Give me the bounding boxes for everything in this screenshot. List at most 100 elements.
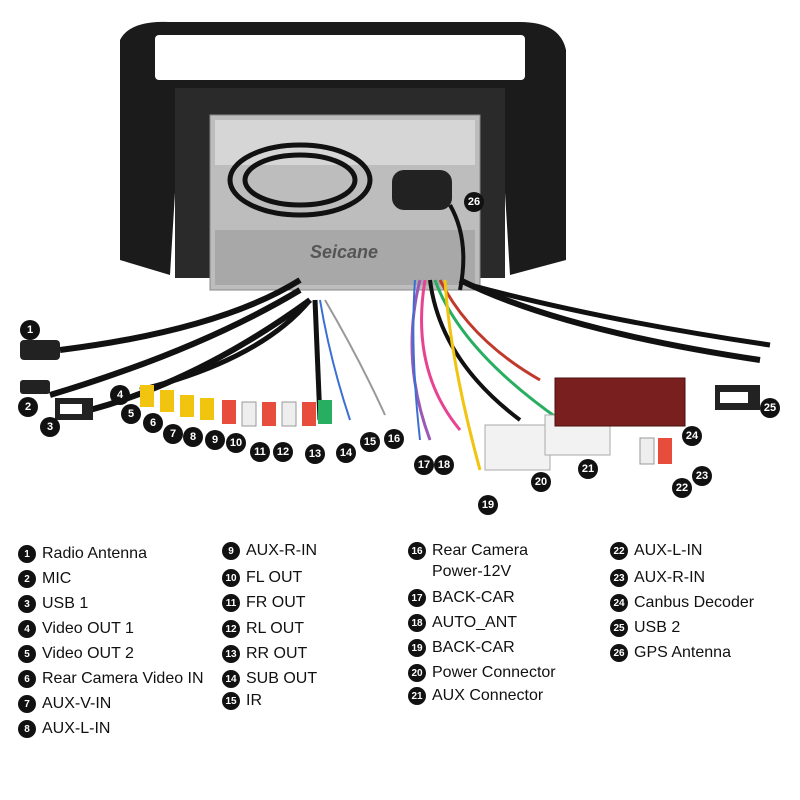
callout-marker: 3: [40, 417, 60, 437]
legend-label: AUX-V-IN: [42, 695, 112, 712]
legend-item: 13 RR OUT: [222, 643, 307, 664]
callout-marker: 18: [434, 455, 454, 475]
legend-number: 10: [222, 569, 240, 587]
power-connector: [484, 424, 551, 471]
legend-number: 8: [18, 720, 36, 738]
callout-marker: 1: [20, 320, 40, 340]
rca-connectors: [140, 385, 332, 427]
legend-label: AUX-R-IN: [246, 542, 318, 559]
legend-item: 20 Power Connector: [408, 662, 556, 683]
legend-number: 20: [408, 664, 426, 682]
gps-cable: [448, 204, 466, 291]
legend-label: Canbus Decoder: [634, 594, 755, 611]
callout-marker: 6: [143, 413, 163, 433]
callout-marker: 11: [250, 442, 270, 462]
legend-item: 11 FR OUT: [222, 592, 306, 613]
legend-number: 1: [18, 545, 36, 563]
callout-marker: 4: [110, 385, 130, 405]
legend-label: AUTO_ANT: [432, 614, 518, 631]
callout-marker: 10: [226, 433, 246, 453]
callout-marker: 23: [692, 466, 712, 486]
legend-number: 23: [610, 569, 628, 587]
legend-label: Radio Antenna: [42, 545, 147, 562]
legend-label: Rear Camera Power-12V: [432, 542, 529, 580]
chassis-top-plate: [215, 120, 475, 165]
legend-label: AUX Connector: [432, 687, 544, 704]
legend-number: 22: [610, 542, 628, 560]
callout-marker: 12: [273, 442, 293, 462]
legend-number: 21: [408, 687, 426, 705]
callout-marker: 8: [183, 427, 203, 447]
callout-marker: 13: [305, 444, 325, 464]
legend-item: 8 AUX-L-IN: [18, 718, 110, 739]
legend-label: IR: [246, 692, 262, 709]
legend-item: 10 FL OUT: [222, 567, 302, 588]
legend-item: 2 MIC: [18, 568, 71, 589]
brand-watermark: Seicane: [310, 242, 378, 262]
callout-marker: 15: [360, 432, 380, 452]
legend-number: 5: [18, 645, 36, 663]
bezel-frame: [120, 21, 566, 276]
callout-marker: 19: [478, 495, 498, 515]
legend-number: 12: [222, 620, 240, 638]
usb2-cable: [458, 277, 761, 363]
legend-item: 1 Radio Antenna: [18, 543, 147, 564]
legend-number: 3: [18, 595, 36, 613]
legend-number: 14: [222, 670, 240, 688]
head-unit-illustration: Seicane: [20, 21, 771, 471]
legend-item: 24 Canbus Decoder: [610, 592, 754, 613]
gps-antenna-puck: [392, 170, 452, 210]
legend-label: Video OUT 1: [42, 620, 134, 637]
callout-marker: 14: [336, 443, 356, 463]
callout-marker: 21: [578, 459, 598, 479]
legend-label: AUX-L-IN: [42, 720, 111, 737]
legend-label: AUX-R-IN: [634, 569, 706, 586]
radio-antenna-plug: [20, 340, 60, 360]
legend-number: 26: [610, 644, 628, 662]
usb1-port: [60, 404, 82, 414]
legend-label: USB 2: [634, 619, 681, 636]
legend-item: 15 IR: [222, 690, 262, 711]
legend-number: 15: [222, 692, 240, 710]
legend-label: Power Connector: [432, 664, 556, 681]
legend-number: 17: [408, 589, 426, 607]
legend-number: 2: [18, 570, 36, 588]
legend-number: 18: [408, 614, 426, 632]
legend-label: AUX-L-IN: [634, 542, 703, 559]
legend-item: 22 AUX-L-IN: [610, 540, 702, 561]
callout-marker: 9: [205, 430, 225, 450]
legend-item: 21 AUX Connector: [408, 685, 543, 706]
callout-marker: 20: [531, 472, 551, 492]
legend-label: BACK-CAR: [432, 639, 515, 656]
callout-marker: 26: [464, 192, 484, 212]
legend-number: 11: [222, 594, 240, 612]
callout-marker: 17: [414, 455, 434, 475]
legend-number: 19: [408, 639, 426, 657]
aux-r-rca: [658, 438, 672, 464]
legend-label: FL OUT: [246, 569, 303, 586]
callout-marker: 16: [384, 429, 404, 449]
legend-label: Rear Camera Video IN: [42, 670, 204, 687]
legend-number: 24: [610, 594, 628, 612]
coiled-cable: [227, 142, 373, 218]
legend-label: RR OUT: [246, 645, 308, 662]
legend-number: 13: [222, 645, 240, 663]
mic-cable: [49, 287, 302, 398]
usb2-port: [720, 392, 748, 403]
legend-label: FR OUT: [246, 594, 306, 611]
callout-marker: 25: [760, 398, 780, 418]
legend-label: MIC: [42, 570, 72, 587]
